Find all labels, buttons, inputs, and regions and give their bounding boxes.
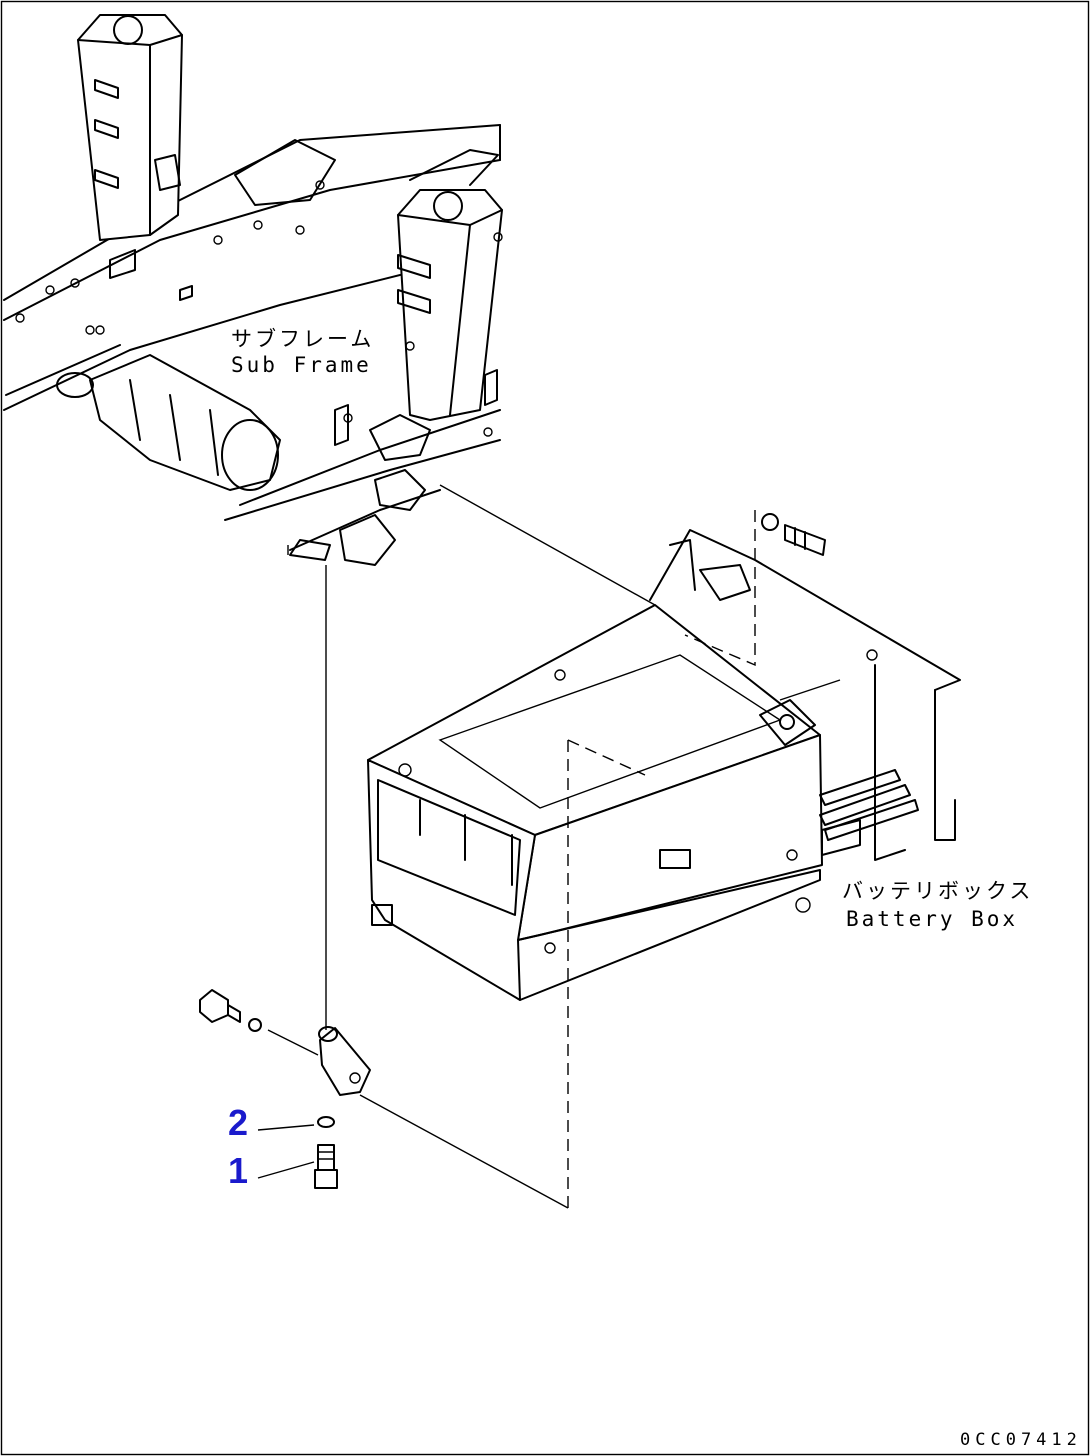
washer-part — [317, 1116, 335, 1128]
sub-frame-label-jp: サブフレーム — [231, 327, 375, 351]
leader-lines — [267, 484, 841, 1209]
callout-2-leader — [257, 1124, 315, 1131]
bolt-part — [314, 1144, 338, 1189]
top-bolt — [761, 513, 826, 556]
sub-frame-holes — [15, 180, 503, 437]
sub-frame-label-en: Sub Frame — [231, 353, 372, 377]
callout-number-1[interactable]: 1 — [228, 1150, 249, 1191]
side-bolt — [199, 989, 262, 1032]
sub-frame — [3, 14, 503, 566]
callout-number-2[interactable]: 2 — [228, 1102, 249, 1143]
bracket-plate — [318, 1026, 371, 1096]
battery-box-label-en: Battery Box — [846, 907, 1019, 931]
battery-box-label-jp: バッテリボックス — [842, 879, 1034, 903]
drawing-code: 0CC07412 — [960, 1430, 1082, 1450]
callout-1-leader — [257, 1161, 315, 1179]
